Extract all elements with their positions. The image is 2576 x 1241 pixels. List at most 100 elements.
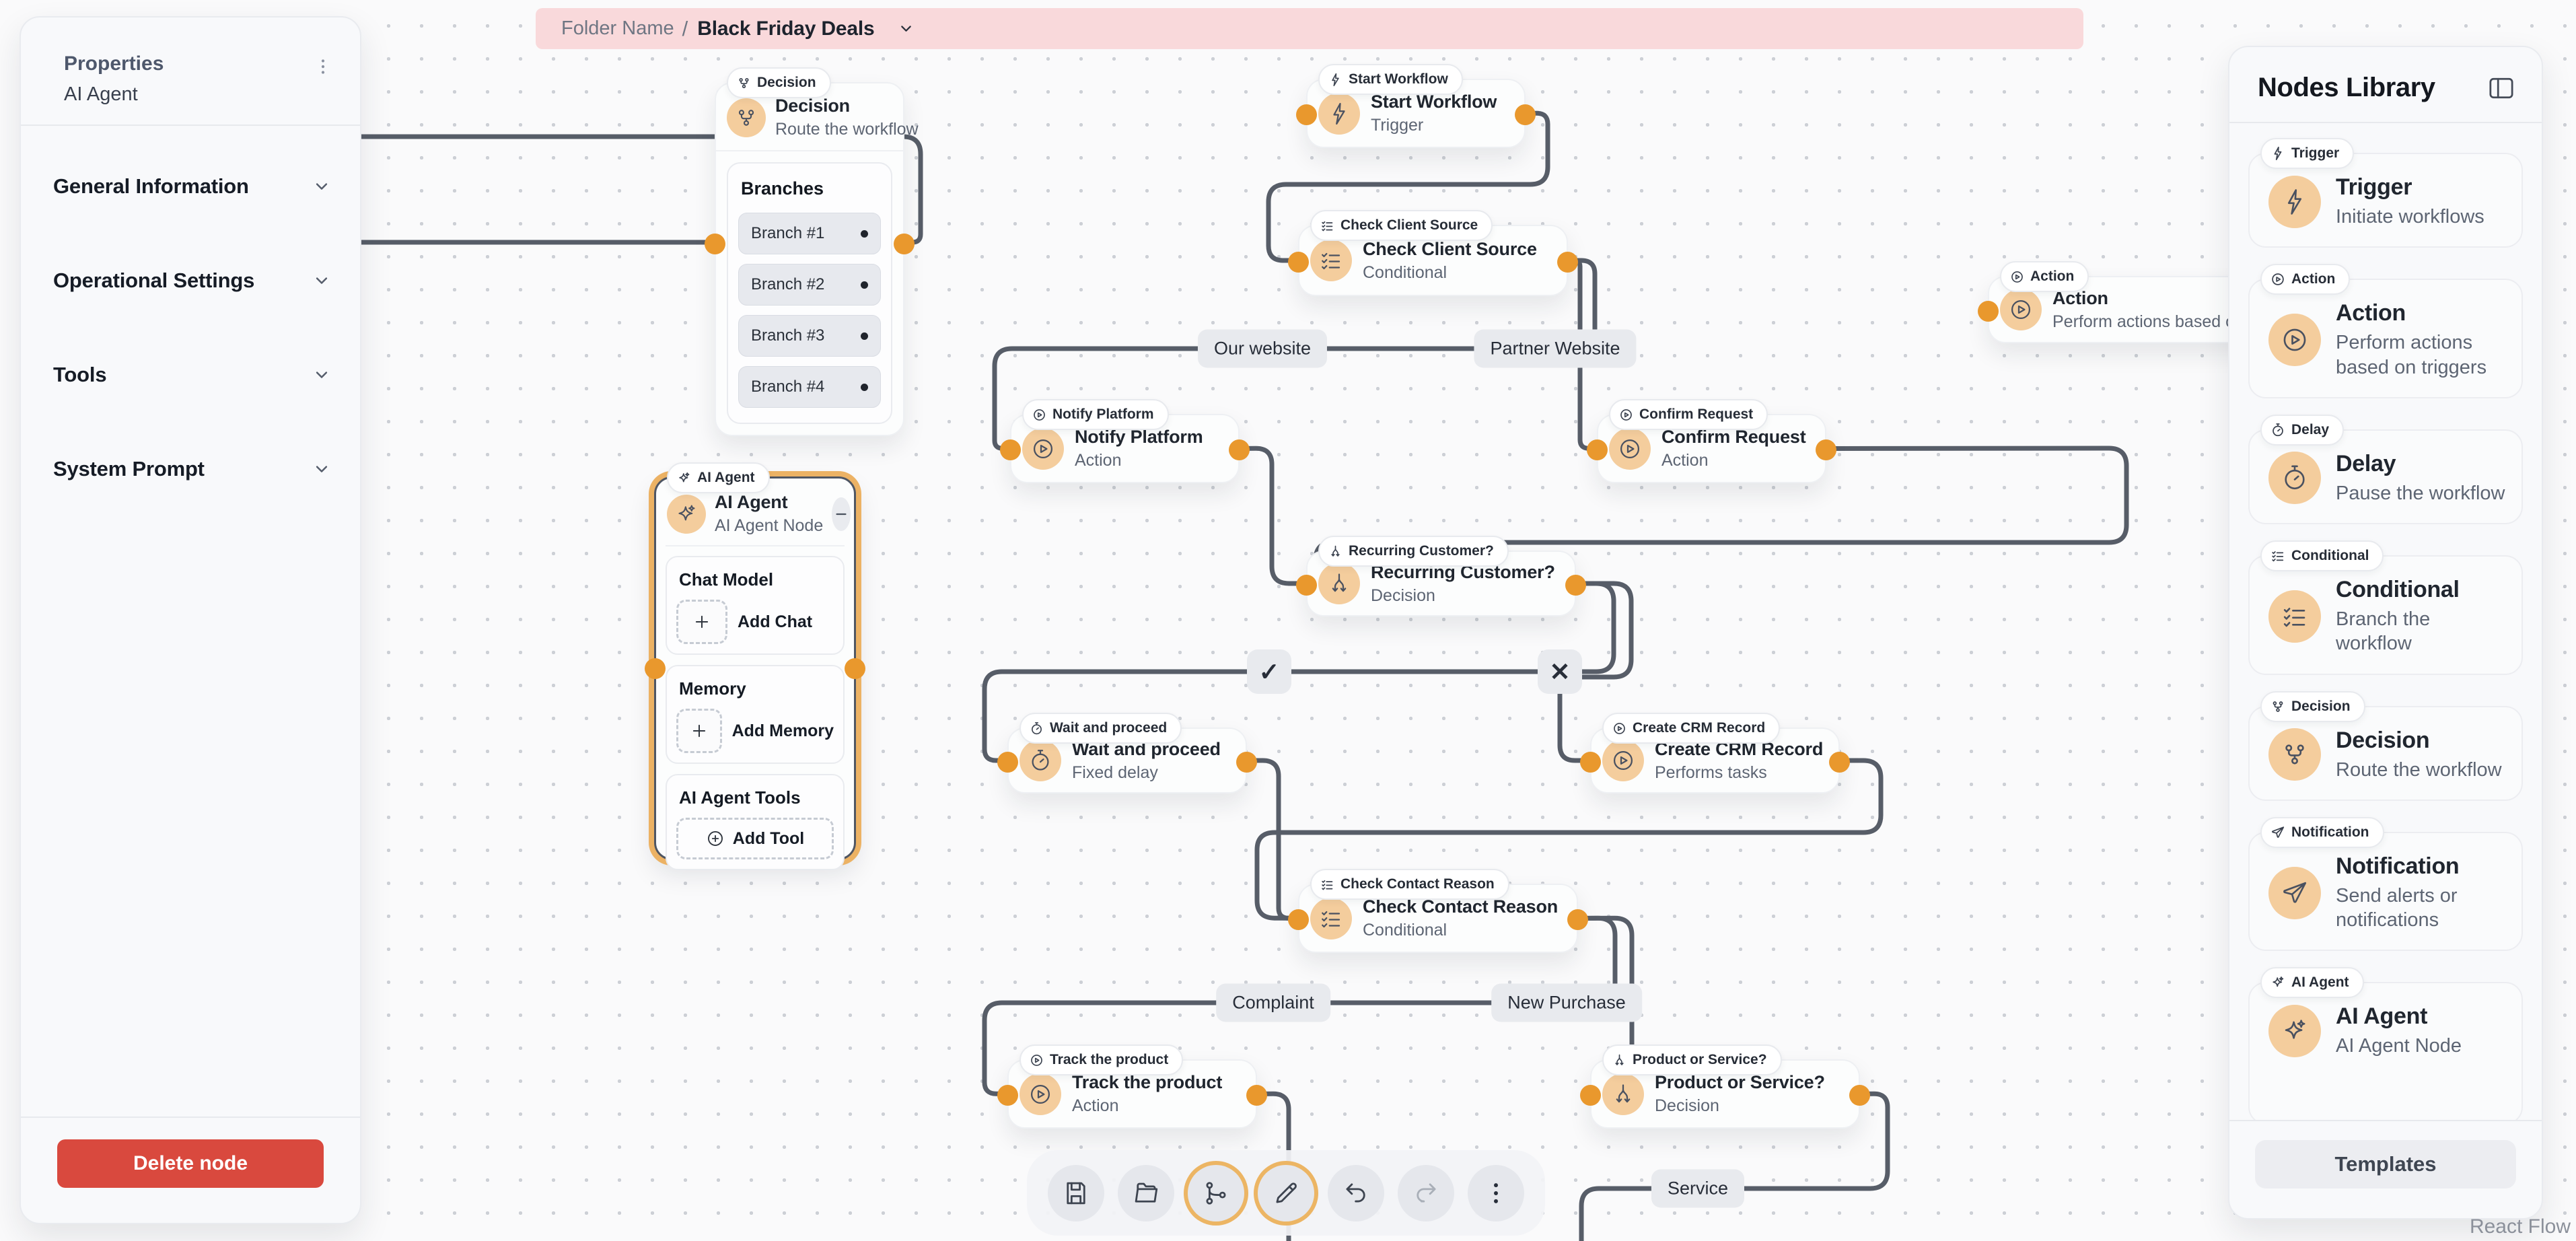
input-handle[interactable] [1978, 300, 1999, 322]
edge-label-our-website: Our website [1197, 329, 1328, 368]
chevron-icon [312, 176, 332, 197]
flow-node-product-or-service[interactable]: Product or Service?Product or Service?De… [1580, 1044, 1870, 1129]
checklist-icon [2270, 548, 2285, 563]
add-button[interactable] [676, 709, 722, 753]
input-handle[interactable] [1288, 909, 1309, 930]
branch-item-2[interactable]: Branch #2 [738, 264, 881, 306]
nodes-library-title: Nodes Library [2258, 73, 2435, 102]
library-item-title: Conditional [2336, 577, 2460, 602]
add-button[interactable] [676, 600, 727, 644]
section-label: System Prompt [53, 457, 205, 481]
output-handle[interactable] [1229, 439, 1250, 460]
output-handle[interactable] [1816, 439, 1836, 460]
collapse-node-button[interactable] [832, 497, 851, 531]
redo-button[interactable] [1398, 1164, 1454, 1221]
circle-plus-icon [706, 829, 725, 848]
output-handle[interactable] [1557, 251, 1578, 273]
save-button[interactable] [1048, 1164, 1104, 1221]
input-handle[interactable] [645, 658, 666, 679]
divider [2229, 122, 2542, 123]
node-type-tag: Trigger [2260, 138, 2355, 169]
input-handle[interactable] [1587, 439, 1608, 460]
workflow-icon [1202, 1179, 1230, 1207]
branch-item-1[interactable]: Branch #1 [738, 213, 881, 254]
output-handle[interactable] [1236, 751, 1257, 773]
add-tool-button[interactable]: Add Tool [676, 818, 834, 859]
play-icon [1031, 437, 1055, 461]
output-handle[interactable] [1567, 909, 1588, 930]
more-button[interactable] [1468, 1164, 1524, 1221]
input-handle[interactable] [997, 751, 1018, 773]
edit-mode-button[interactable] [1258, 1164, 1314, 1221]
output-handle[interactable] [1829, 751, 1850, 773]
open-folder-button[interactable] [1118, 1164, 1174, 1221]
output-handle[interactable] [1565, 574, 1586, 596]
properties-section-operational-settings[interactable]: Operational Settings [53, 269, 332, 293]
breadcrumb-folder[interactable]: Folder Name [561, 17, 674, 39]
branches-label: Branches [741, 178, 824, 199]
delete-node-button[interactable]: Delete node [57, 1139, 324, 1188]
properties-section-general-information[interactable]: General Information [53, 174, 332, 199]
edge-product-or-service-to-end [1579, 1091, 1890, 1241]
sparkle-icon [2270, 975, 2285, 990]
output-handle[interactable] [845, 658, 865, 679]
templates-button[interactable]: Templates [2255, 1140, 2516, 1189]
workflow-mode-button[interactable] [1188, 1164, 1244, 1221]
output-handle[interactable] [894, 233, 915, 254]
properties-section-tools[interactable]: Tools [53, 363, 332, 387]
panel-collapse-icon[interactable] [2486, 73, 2516, 103]
properties-section-system-prompt[interactable]: System Prompt [53, 457, 332, 481]
tag-label: Notify Platform [1052, 406, 1154, 422]
input-handle[interactable] [1296, 104, 1317, 125]
edge-label-rejected: ✕ [1538, 649, 1582, 694]
flow-node-recurring-customer[interactable]: Recurring Customer?Recurring Customer?De… [1296, 536, 1586, 616]
input-handle[interactable] [1288, 251, 1309, 273]
input-handle[interactable] [1000, 439, 1021, 460]
fork-icon [1327, 571, 1351, 596]
input-handle[interactable] [1580, 751, 1601, 773]
folder-icon [1132, 1179, 1160, 1207]
input-handle[interactable] [997, 1085, 1018, 1106]
input-handle[interactable] [1296, 574, 1317, 596]
react-flow-attribution[interactable]: React Flow [2469, 1215, 2571, 1238]
undo-button[interactable] [1328, 1164, 1384, 1221]
input-handle[interactable] [705, 233, 725, 254]
kebab-menu-icon[interactable] [313, 57, 333, 77]
output-handle[interactable] [1246, 1085, 1267, 1106]
kebab-icon [313, 57, 333, 77]
sparkle-icon [675, 503, 698, 526]
node-title: Notify Platform [1075, 427, 1203, 447]
branch-connector-dot [861, 229, 868, 238]
branch-item-4[interactable]: Branch #4 [738, 366, 881, 408]
workflow-title[interactable]: Black Friday Deals [697, 17, 875, 40]
branch-item-3[interactable]: Branch #3 [738, 315, 881, 357]
input-handle[interactable] [1580, 1085, 1601, 1106]
chevron-down-icon[interactable] [897, 20, 915, 38]
output-handle[interactable] [1849, 1085, 1870, 1106]
checklist-icon [1320, 878, 1334, 892]
output-handle[interactable] [1515, 104, 1536, 125]
